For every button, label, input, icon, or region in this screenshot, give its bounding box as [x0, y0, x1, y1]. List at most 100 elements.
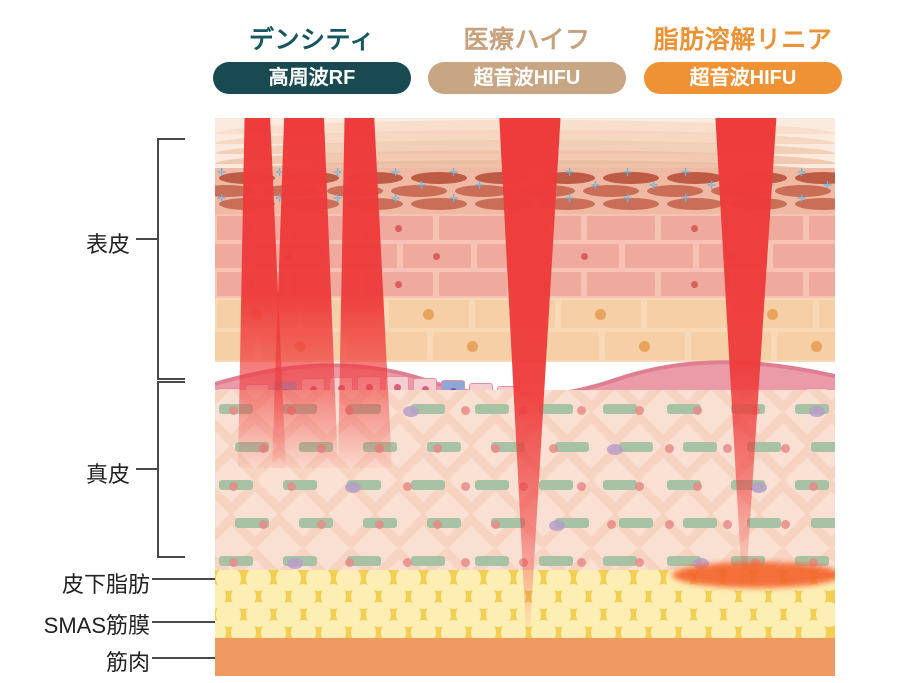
- fibroblast: [723, 520, 732, 529]
- fibroblast: [229, 482, 238, 491]
- collagen-diamond: [616, 491, 662, 537]
- granular-cell: [283, 172, 339, 184]
- elastin-fiber: [411, 480, 445, 490]
- spinous-cell: [735, 216, 803, 240]
- fibroblast: [693, 406, 702, 415]
- spinous-cell: [291, 272, 359, 296]
- fat-cell: [381, 620, 406, 638]
- device-title: 脂肪溶解リニア: [653, 26, 833, 54]
- bracket-epidermis-spine: [157, 138, 159, 380]
- fat-cell: [741, 620, 766, 638]
- basal-upper-nucleus: [639, 341, 650, 352]
- bracket-dermis-top-arm: [157, 381, 185, 383]
- fibroblast: [287, 482, 296, 491]
- layer-label-muscle: 筋肉: [105, 650, 150, 675]
- elastin-fiber: [539, 556, 573, 566]
- granular-marker: ✛: [681, 193, 691, 205]
- basal-nucleus: [422, 385, 429, 393]
- spinous-cell: [809, 216, 835, 240]
- fat-cell: [771, 620, 796, 638]
- fibroblast: [781, 444, 790, 453]
- fat-cell: [816, 602, 835, 627]
- spinous-nucleus: [247, 225, 254, 232]
- fibroblast: [577, 558, 586, 567]
- spinous-nucleus: [581, 253, 588, 260]
- granular-marker: ✛: [623, 168, 633, 179]
- basal-upper-cell: [777, 332, 835, 360]
- fibroblast: [229, 406, 238, 415]
- granular-marker: ✛: [301, 180, 311, 192]
- granular-marker: ✛: [449, 193, 459, 205]
- spinous-cell: [587, 272, 655, 296]
- fibroblast: [229, 558, 238, 567]
- granular-cell: [263, 185, 319, 197]
- fibroblast: [665, 444, 674, 453]
- granular-cell: [667, 172, 723, 184]
- fibroblast: [607, 444, 623, 455]
- elastin-fiber: [475, 480, 509, 490]
- elastin-fiber: [747, 442, 781, 452]
- fibroblast: [607, 520, 616, 529]
- spinous-cell: [809, 272, 835, 296]
- spinous-cell: [215, 244, 249, 268]
- elastin-fiber: [667, 480, 701, 490]
- granular-cell: [603, 172, 659, 184]
- device-title: 医療ハイフ: [463, 26, 591, 54]
- fat-heating-zone: [672, 562, 835, 588]
- granular-marker: ✛: [707, 180, 717, 192]
- bracket-epidermis-bottom-arm: [157, 378, 185, 380]
- fat-cell: [531, 620, 556, 638]
- fibroblast: [635, 482, 644, 491]
- granular-marker: ✛: [739, 193, 749, 205]
- layer-dermis: [215, 390, 835, 572]
- granular-marker: ✛: [391, 193, 401, 205]
- layer-label-epidermis: 表皮: [85, 232, 130, 257]
- fibroblast: [751, 406, 760, 415]
- spinous-cell: [329, 244, 397, 268]
- collagen-diamond: [664, 491, 710, 537]
- fat-cell: [801, 620, 826, 638]
- elastin-fiber: [427, 518, 461, 528]
- spinous-cell: [439, 272, 507, 296]
- spinous-cell: [477, 244, 545, 268]
- elastin-fiber: [747, 518, 781, 528]
- fibroblast: [259, 520, 268, 529]
- basal-upper-nucleus: [767, 309, 778, 320]
- granular-marker: ✛: [333, 193, 343, 205]
- elastin-fiber: [299, 518, 333, 528]
- granular-marker: ✛: [591, 180, 601, 192]
- fat-cell: [591, 620, 616, 638]
- elastin-fiber: [411, 404, 445, 414]
- elastin-fiber: [427, 442, 461, 452]
- collagen-diamond: [424, 491, 470, 537]
- device-modality-pill: 超音波HIFU: [428, 62, 626, 94]
- collagen-diamond: [568, 491, 614, 537]
- spinous-nucleus: [395, 225, 402, 232]
- collagen-diamond: [472, 491, 518, 537]
- elastin-fiber: [539, 480, 573, 490]
- granular-marker: ✛: [359, 180, 369, 192]
- device-modality-pill: 超音波HIFU: [644, 62, 842, 94]
- fibroblast: [287, 406, 296, 415]
- fat-cell: [651, 620, 676, 638]
- fat-cell: [501, 620, 526, 638]
- fibroblast: [259, 444, 268, 453]
- basal-upper-nucleus: [423, 309, 434, 320]
- elastin-fiber: [555, 442, 589, 452]
- fibroblast: [403, 482, 412, 491]
- basal-upper-nucleus: [811, 341, 822, 352]
- elastin-fiber: [683, 442, 717, 452]
- spinous-nucleus: [543, 281, 550, 288]
- fibroblast: [519, 406, 528, 415]
- fibroblast: [491, 520, 500, 529]
- granular-marker: ✛: [823, 180, 833, 192]
- granular-marker: ✛: [217, 168, 227, 179]
- spinous-nucleus: [543, 225, 550, 232]
- collagen-diamond: [280, 491, 326, 537]
- device-label-medical-hifu: 医療ハイフ 超音波HIFU: [428, 28, 626, 94]
- elastin-fiber: [603, 556, 637, 566]
- basal-upper-nucleus: [467, 341, 478, 352]
- granular-marker: ✛: [507, 193, 517, 205]
- fibroblast: [345, 406, 354, 415]
